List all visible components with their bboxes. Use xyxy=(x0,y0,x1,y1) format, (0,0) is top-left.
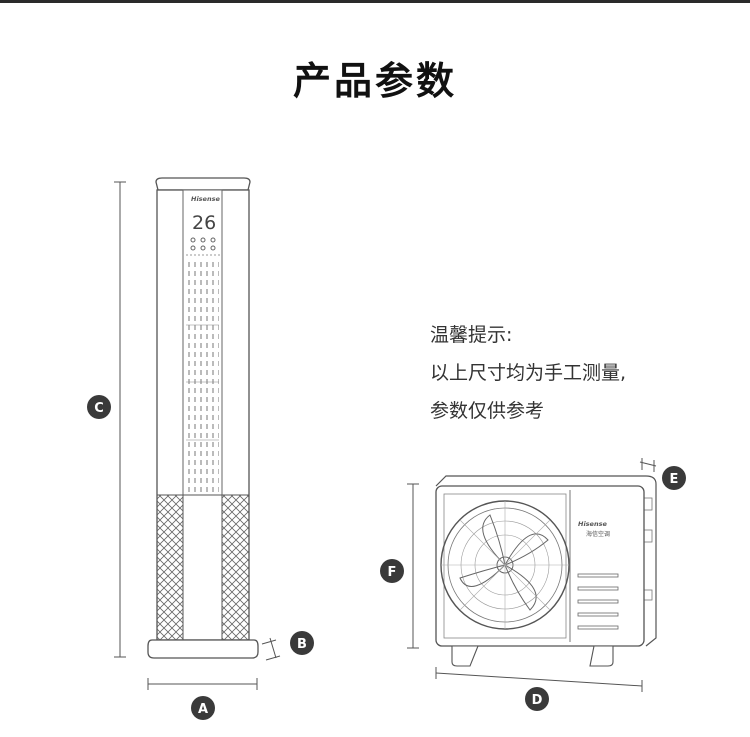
badge-e-label: E xyxy=(670,472,679,487)
badge-d-label: D xyxy=(532,693,543,708)
badge-b-label: B xyxy=(297,637,307,652)
indoor-brand-logo: Hisense xyxy=(191,195,220,203)
dimension-d: D xyxy=(435,667,643,711)
badge-a-label: A xyxy=(198,702,208,717)
control-button-icon xyxy=(210,237,216,243)
outdoor-side-vent xyxy=(577,573,619,630)
badge-f xyxy=(380,559,404,583)
dimension-c: C xyxy=(87,181,126,658)
control-button-icon xyxy=(210,245,216,251)
outdoor-fan-grille xyxy=(440,493,570,639)
dimension-a: A xyxy=(147,678,258,720)
temperature-readout: 26 xyxy=(192,212,216,234)
badge-e xyxy=(662,466,686,490)
badge-f-label: F xyxy=(388,565,397,580)
control-button-icon xyxy=(200,237,206,243)
outdoor-brand-logo: Hisense xyxy=(578,520,607,528)
outdoor-brand-cn: 海信空调 xyxy=(586,530,610,538)
dimension-f: F xyxy=(380,483,419,649)
tips-heading: 温馨提示: xyxy=(430,324,513,346)
dimension-b: B xyxy=(261,631,314,661)
outdoor-foot-left xyxy=(451,645,479,667)
control-button-icon xyxy=(190,245,196,251)
tips-line-measure: 以上尺寸均为手工测量, xyxy=(430,362,627,384)
tips-line-reference: 参数仅供参考 xyxy=(430,400,545,422)
tips-note: 温馨提示: 以上尺寸均为手工测量, 参数仅供参考 xyxy=(430,316,730,430)
indoor-unit: Hisense 26 xyxy=(147,177,259,659)
badge-c xyxy=(87,395,111,419)
top-border xyxy=(0,0,750,3)
outdoor-unit: Hisense 海信空调 xyxy=(435,475,657,667)
indoor-air-vent xyxy=(186,262,219,492)
badge-a xyxy=(191,696,215,720)
control-button-icon xyxy=(190,237,196,243)
badge-b xyxy=(290,631,314,655)
intake-grille-right xyxy=(221,494,250,641)
intake-grille-left xyxy=(156,494,184,641)
indoor-base xyxy=(147,639,259,659)
control-display: Hisense 26 xyxy=(186,195,220,256)
badge-c-label: C xyxy=(94,401,104,416)
dimension-e: E xyxy=(639,458,686,490)
outdoor-foot-right xyxy=(589,645,614,667)
page-title: 产品参数 xyxy=(292,59,457,103)
badge-d xyxy=(525,687,549,711)
control-button-icon xyxy=(200,245,206,251)
